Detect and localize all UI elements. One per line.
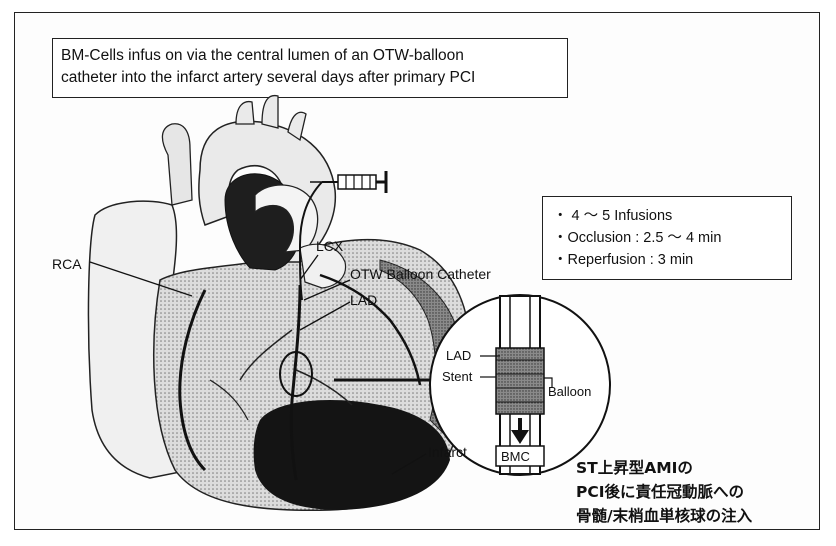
label-rca: RCA (52, 256, 82, 272)
inset-label-stent: Stent (442, 369, 472, 385)
japanese-caption-line-3: 骨髄/末梢血単核球の注入 (576, 504, 816, 528)
label-lad: LAD (350, 292, 377, 308)
fact-reperfusion: ・Reperfusion : 3 min (553, 249, 781, 271)
fact-occlusion: ・Occlusion : 2.5 ～ 4 min (553, 227, 781, 249)
inset-label-balloon: Balloon (548, 384, 591, 400)
japanese-caption: ST上昇型AMIの PCI後に責任冠動脈への 骨髄/末梢血単核球の注入 (576, 456, 816, 528)
fact-infusions: ・ 4 ～ 5 Infusions (553, 205, 781, 227)
inset-label-lad: LAD (446, 348, 471, 364)
japanese-caption-line-2: PCI後に責任冠動脈への (576, 480, 816, 504)
label-otw-catheter: OTW Balloon Catheter (350, 266, 491, 282)
label-infarct: Infarct (428, 444, 467, 460)
japanese-caption-line-1: ST上昇型AMIの (576, 456, 816, 480)
protocol-facts-box: ・ 4 ～ 5 Infusions ・Occlusion : 2.5 ～ 4 m… (542, 196, 792, 280)
label-lcx: LCX (316, 238, 343, 254)
inset-label-bmc: BMC (501, 449, 530, 465)
